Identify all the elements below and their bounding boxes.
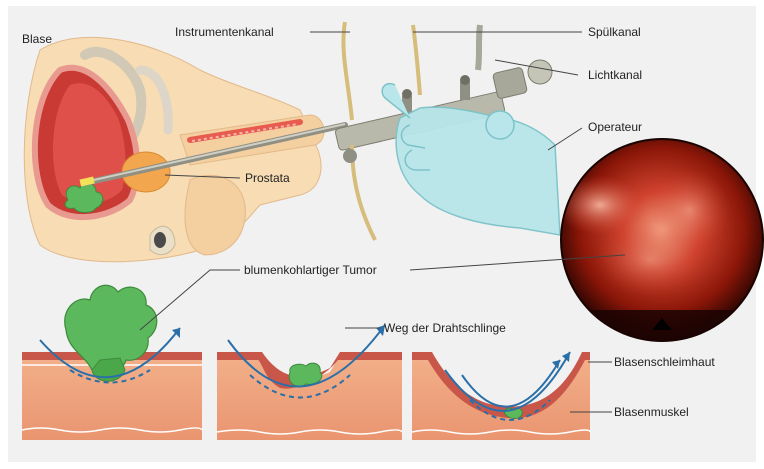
label-schleimhaut: Blasenschleimhaut — [614, 355, 715, 369]
label-blase: Blase — [22, 32, 52, 46]
label-instrumentenkanal: Instrumentenkanal — [175, 25, 274, 39]
label-spuelkanal: Spülkanal — [588, 25, 641, 39]
label-muskel: Blasenmuskel — [614, 405, 689, 419]
label-drahtschlinge: Weg der Drahtschlinge — [384, 321, 506, 335]
label-operateur: Operateur — [588, 120, 642, 134]
label-tumor: blumenkohlartiger Tumor — [244, 263, 377, 277]
label-lichtkanal: Lichtkanal — [588, 68, 642, 82]
label-prostata: Prostata — [245, 171, 290, 185]
